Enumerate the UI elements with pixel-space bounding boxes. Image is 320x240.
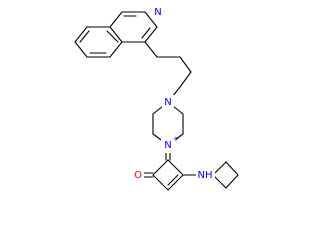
iminium-nitrogen-label: N xyxy=(164,140,171,151)
quinoline-nitrogen-label: N xyxy=(154,7,161,18)
bond-double-inner xyxy=(106,30,119,43)
bond-double-inner xyxy=(141,27,151,39)
bond xyxy=(109,41,123,58)
bond xyxy=(74,41,88,58)
atom-label-background xyxy=(162,95,174,109)
bond xyxy=(167,159,184,176)
carbonyl-oxygen-label: O xyxy=(134,170,142,181)
bond xyxy=(152,159,169,176)
bond-double-inner xyxy=(167,174,179,186)
bond xyxy=(225,161,239,176)
bond xyxy=(109,26,123,43)
bond xyxy=(74,26,88,43)
atom-layer: N N N + NH O xyxy=(133,5,215,182)
amine-nh-label: NH xyxy=(198,170,213,181)
bond xyxy=(167,174,184,191)
atom-label-background xyxy=(153,5,163,19)
bond-layer xyxy=(74,11,239,191)
iminium-charge-label: + xyxy=(173,135,180,144)
bond xyxy=(212,174,227,189)
molecule-diagram: N N N + NH O xyxy=(74,5,239,191)
bond-double-inner xyxy=(79,30,90,43)
bond xyxy=(212,161,227,176)
bond xyxy=(144,11,158,28)
bond xyxy=(179,56,192,73)
atom-label-background xyxy=(161,138,176,153)
atom-label-background xyxy=(133,168,144,182)
bond xyxy=(144,26,158,43)
piperazine-top-nitrogen-label: N xyxy=(164,97,171,108)
atom-label-background xyxy=(196,168,215,182)
bond xyxy=(225,174,239,189)
bond xyxy=(152,174,169,191)
bond xyxy=(109,11,123,28)
bond xyxy=(179,71,192,88)
bond xyxy=(144,41,158,58)
